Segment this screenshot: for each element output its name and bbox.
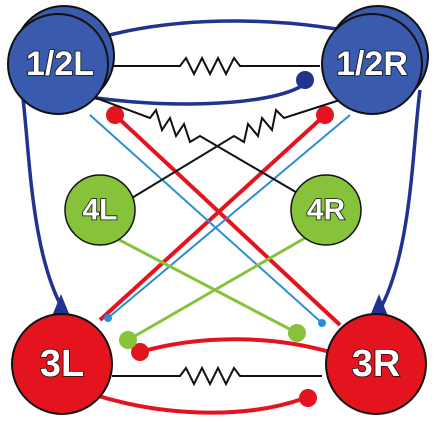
node-4R-disc	[290, 174, 362, 246]
inhibitory-terminal-12R-bottom	[296, 71, 314, 89]
node-3L-label: 3L	[40, 343, 84, 385]
edge-12L-to-3R-lightblue	[89, 114, 323, 324]
inhibitory-terminal-3L-top	[131, 343, 149, 361]
node-12L-disc	[7, 13, 109, 115]
node-12R-disc	[321, 13, 423, 115]
gap-junction-3L-3R	[112, 365, 322, 387]
excitatory-arrowhead-3L	[52, 294, 70, 316]
edge-3R-to-12L	[113, 113, 342, 327]
node-3L-disc	[11, 313, 113, 415]
edge-12R-to-3L-lightblue	[107, 114, 351, 319]
node-4L: 4L	[64, 174, 136, 246]
edge-12L-to-3L	[20, 89, 70, 319]
inhibitory-terminal-12R-red	[316, 106, 334, 124]
edge-3R-to-3L-arc-bottom	[94, 393, 306, 415]
node-4R-label: 4R	[307, 194, 346, 227]
inhibitory-terminal-12L-red	[106, 106, 124, 124]
node-12L-label: 1/2L	[26, 45, 94, 83]
node-3L: 3L	[11, 313, 113, 415]
node-12L: 1/2L	[7, 5, 115, 115]
edge-4R-to-3L-green	[127, 236, 306, 342]
gap-junction-12L-12R	[110, 55, 320, 77]
node-12R-label: 1/2R	[336, 45, 408, 83]
excitatory-arrowhead-3R	[370, 294, 388, 316]
gap-junction-12L-4R	[95, 97, 319, 206]
node-4R: 4R	[290, 174, 362, 246]
edge-3L-to-3R-arc-top	[139, 337, 331, 354]
terminal-3R-lightblue	[318, 319, 326, 327]
edge-12R-to-3R	[373, 89, 422, 319]
node-12R: 1/2R	[321, 5, 429, 115]
node-3R-label: 3R	[352, 343, 401, 385]
node-4L-disc	[64, 174, 136, 246]
terminal-3L-green	[119, 331, 137, 349]
gap-junction-12R-4L	[111, 99, 341, 211]
node-3R-disc	[325, 313, 427, 415]
node-3R: 3R	[325, 313, 427, 415]
terminal-3L-lightblue	[104, 314, 112, 322]
edge-3L-to-12R	[98, 113, 327, 322]
inhibitory-terminal-3R-bottom	[299, 389, 317, 407]
node-4L-label: 4L	[82, 194, 117, 227]
edge-4L-to-3R-green	[109, 233, 298, 335]
terminal-3R-green	[288, 324, 306, 342]
